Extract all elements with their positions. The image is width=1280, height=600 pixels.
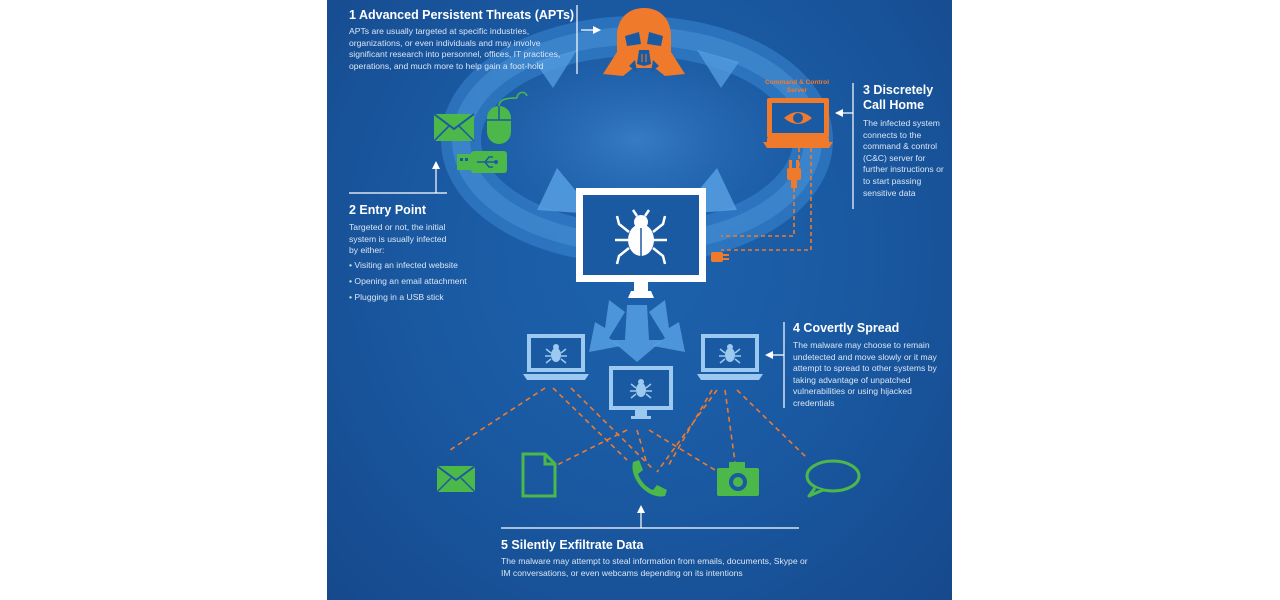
step3-title-line1: 3 Discretely — [863, 83, 934, 97]
cnc-cables — [721, 148, 812, 251]
step2-bullet-list: Visiting an infected website Opening an … — [349, 260, 499, 308]
step5-connector — [501, 505, 799, 529]
step1-connector — [576, 5, 601, 74]
diagram-artwork — [349, 5, 861, 529]
step1-title: 1 Advanced Persistent Threats (APTs) — [349, 8, 575, 22]
step1-body: APTs are usually targeted at specific in… — [349, 26, 561, 71]
email-icon — [436, 465, 476, 493]
cnc-server-label: Command & Control Server — [764, 79, 830, 94]
chat-bubble-icon — [805, 459, 861, 498]
step2-bullet: Opening an email attachment — [349, 276, 499, 288]
document-icon — [521, 452, 557, 498]
step2-body: Targeted or not, the initial system is u… — [349, 222, 447, 256]
camera-icon — [717, 462, 759, 496]
laptop-bug-icon — [523, 334, 589, 380]
plug-icon — [787, 160, 801, 188]
step3-body: The infected system connects to the comm… — [863, 118, 944, 198]
step4-body: The malware may choose to remain undetec… — [793, 340, 937, 408]
step2-title: 2 Entry Point — [349, 203, 427, 217]
darth-vader-helmet-icon — [603, 8, 685, 76]
infographic-panel: 1 Advanced Persistent Threats (APTs) APT… — [327, 0, 952, 600]
laptop-bug-icon — [697, 334, 763, 380]
step2-bullet: Visiting an infected website — [349, 260, 499, 272]
laptop-eye-icon — [763, 98, 833, 148]
step5-body: The malware may attempt to steal informa… — [501, 556, 808, 578]
monitor-small-bug-icon — [609, 366, 673, 419]
mouse-icon — [487, 91, 528, 144]
phone-icon — [632, 460, 667, 497]
step2-connector — [349, 161, 447, 194]
exfil-lines — [446, 387, 808, 473]
step3-title: 3 Discretely Call Home — [863, 83, 952, 113]
spread-arrows — [589, 300, 685, 362]
step3-connector — [835, 83, 854, 209]
email-icon — [433, 113, 475, 142]
monitor-bug-icon — [576, 188, 706, 298]
step4-connector — [765, 322, 785, 408]
step5-title: 5 Silently Exfiltrate Data — [501, 538, 644, 552]
monitor-plug-icon — [711, 252, 729, 262]
step3-title-line2: Call Home — [863, 98, 925, 112]
step4-title: 4 Covertly Spread — [793, 321, 900, 335]
usb-stick-icon — [457, 151, 507, 173]
step2-bullet: Plugging in a USB stick — [349, 292, 499, 304]
